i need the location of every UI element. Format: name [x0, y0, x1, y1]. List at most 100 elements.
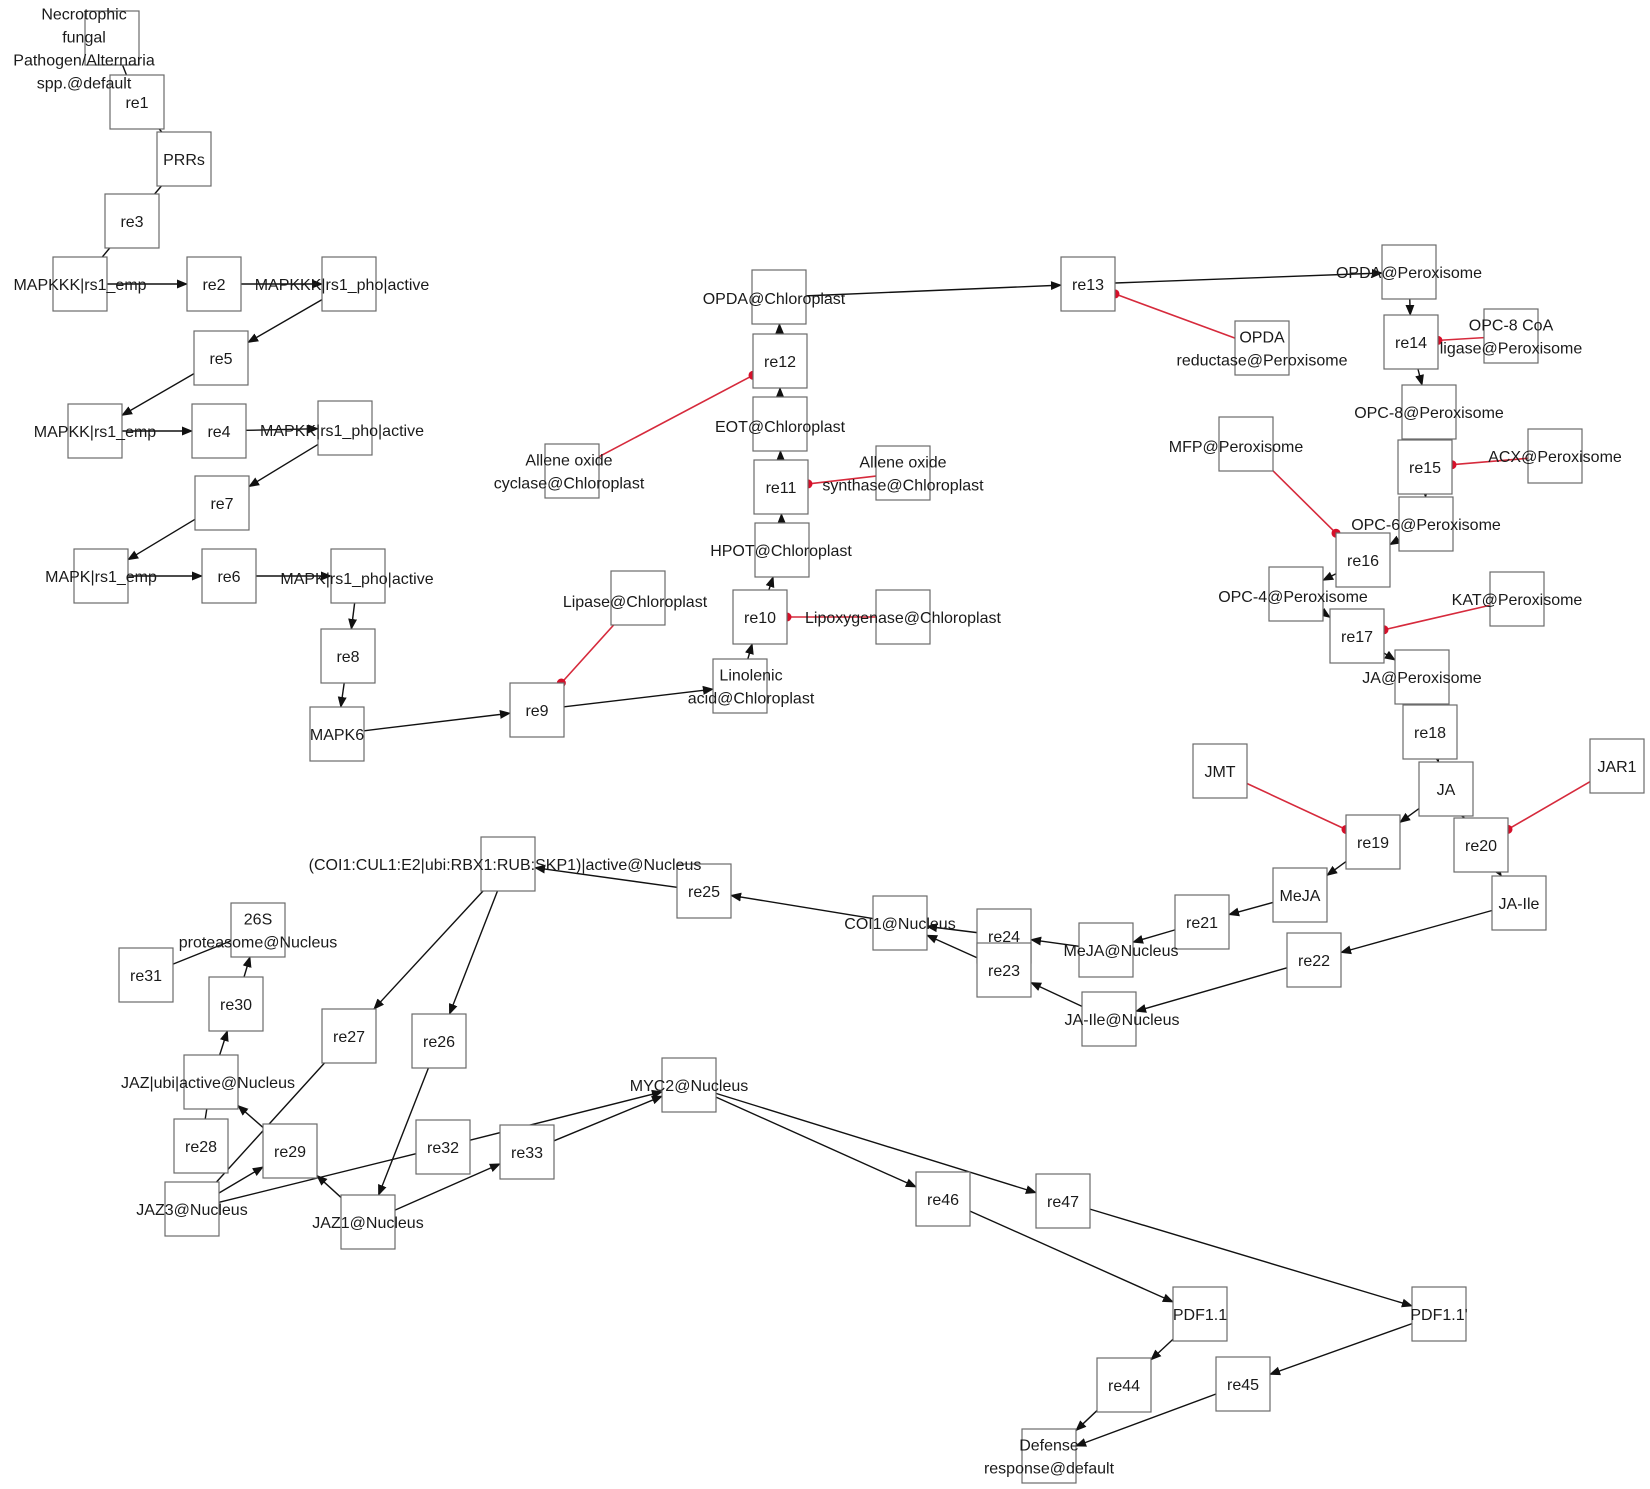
reaction-label-re45: re45 — [1227, 1377, 1259, 1394]
species-label-ja: JA — [1437, 782, 1456, 799]
species-label-jazubi: JAZ|ubi|active@Nucleus — [121, 1075, 295, 1092]
reaction-box-re14 — [1383, 314, 1439, 370]
reaction-label-re24: re24 — [988, 929, 1020, 946]
edge-ja-to-re19 — [1399, 808, 1420, 824]
edge-jaile_nuc-to-re23 — [1029, 981, 1083, 1008]
species-label-eot: EOT@Chloroplast — [715, 419, 846, 436]
reaction-label-re17: re17 — [1341, 629, 1373, 646]
edge-jaz1-to-re29 — [316, 1174, 342, 1198]
reaction-box-re26 — [411, 1013, 467, 1069]
reaction-label-re22: re22 — [1298, 953, 1330, 970]
species-box-acx — [1527, 428, 1583, 484]
species-label-hpot: HPOT@Chloroplast — [710, 543, 852, 560]
species-label-opc4: OPC-4@Peroxisome — [1218, 589, 1368, 606]
reaction-label-re46: re46 — [927, 1192, 959, 1209]
edge-scf-to-re26 — [448, 890, 499, 1016]
species-label-ja_per: JA@Peroxisome — [1362, 670, 1481, 687]
reaction-box-re21 — [1174, 894, 1230, 950]
reaction-label-re11: re11 — [766, 480, 797, 497]
species-label-mapkk_pho: MAPKK|rs1_pho|active — [260, 423, 424, 440]
edge-pdf11-to-re44 — [1150, 1338, 1174, 1361]
edge-re7-to-mapk_emp — [127, 518, 196, 561]
species-label-jaz1: JAZ1@Nucleus — [312, 1215, 423, 1232]
reaction-box-re15 — [1397, 439, 1453, 495]
species-box-mfp — [1218, 416, 1274, 472]
edge-opc8coa-to-re14 — [1437, 336, 1485, 342]
reaction-box-re33 — [499, 1124, 555, 1180]
reaction-label-re44: re44 — [1108, 1378, 1140, 1395]
species-box-mapk_emp — [73, 548, 129, 604]
edge-re21-to-meja_nuc — [1131, 929, 1176, 944]
reaction-label-re26: re26 — [423, 1034, 455, 1051]
reaction-label-re8: re8 — [336, 649, 359, 666]
reaction-label-re13: re13 — [1072, 277, 1104, 294]
species-label-opda_per: OPDA@Peroxisome — [1336, 265, 1482, 282]
edge-opda_chl-to-re13 — [805, 281, 1063, 297]
reaction-box-re2 — [186, 256, 242, 312]
species-box-meja_nuc — [1078, 922, 1134, 978]
reaction-box-re10 — [732, 589, 788, 645]
reaction-label-re29: re29 — [274, 1144, 306, 1161]
edge-re8-to-mapk6 — [337, 682, 347, 709]
species-label-mapk_pho: MAPK|rs1_pho|active — [280, 571, 433, 588]
reaction-box-re20 — [1453, 817, 1509, 873]
edge-mapk_pho-to-re8 — [348, 602, 358, 631]
reaction-box-re25 — [676, 863, 732, 919]
edge-re33-to-myc2 — [553, 1095, 664, 1142]
reaction-label-re12: re12 — [764, 354, 796, 371]
species-box-mapkk_emp — [67, 403, 123, 459]
species-label-pdf11: PDF1.1 — [1173, 1307, 1227, 1324]
reaction-label-re2: re2 — [202, 277, 225, 294]
edge-lipase-to-re9 — [560, 624, 615, 684]
edge-opda_red-to-re13 — [1114, 293, 1236, 339]
edge-meja-to-re21 — [1227, 901, 1274, 917]
edge-re5-to-mapkk_emp — [121, 373, 195, 416]
species-box-jaz1 — [340, 1194, 396, 1250]
species-label-jaz3: JAZ3@Nucleus — [136, 1202, 247, 1219]
edge-re29-to-jazubi — [237, 1104, 264, 1128]
reaction-label-re31: re31 — [130, 968, 162, 985]
species-label-scf: (COI1:CUL1:E2|ubi:RBX1:RUB:SKP1)|active@… — [309, 857, 702, 874]
edge-re4-to-mapkk_pho — [245, 424, 320, 434]
reaction-box-re17 — [1329, 608, 1385, 664]
reaction-box-re11 — [753, 459, 809, 515]
reaction-box-re6 — [201, 548, 257, 604]
edge-re19-to-meja — [1326, 861, 1347, 877]
edge-jaile-to-re22 — [1339, 909, 1493, 955]
reaction-label-re9: re9 — [525, 703, 548, 720]
species-box-opc8 — [1401, 384, 1457, 440]
species-box-mapkkk_pho — [321, 256, 377, 312]
species-box-jmt — [1192, 743, 1248, 799]
species-box-opda_red — [1234, 320, 1290, 376]
species-box-myc2 — [661, 1057, 717, 1113]
edge-re46-to-pdf11 — [969, 1210, 1175, 1303]
species-box-scf — [480, 836, 536, 892]
reaction-box-re18 — [1402, 704, 1458, 760]
species-box-p26s — [230, 902, 286, 958]
reaction-box-re32 — [415, 1119, 471, 1175]
edge-re27-to-jaz3 — [215, 1062, 326, 1183]
species-box-mapkkk_emp — [52, 256, 108, 312]
reaction-label-re47: re47 — [1047, 1194, 1079, 1211]
edge-re3-to-mapkkk_emp — [101, 247, 111, 258]
reaction-box-re29 — [262, 1123, 318, 1179]
species-label-jaile: JA-Ile — [1499, 896, 1540, 913]
reaction-box-re47 — [1035, 1173, 1091, 1229]
edge-scf-to-re27 — [373, 890, 484, 1010]
species-box-opc8coa — [1483, 308, 1539, 364]
reaction-box-re28 — [173, 1118, 229, 1174]
edge-aos-to-re11 — [807, 475, 877, 485]
boxes-layer — [52, 10, 1645, 1484]
species-label-jar1: JAR1 — [1597, 759, 1636, 776]
species-box-ja — [1418, 761, 1474, 817]
edge-re47-to-pdf11b — [1089, 1208, 1414, 1308]
species-box-meja — [1272, 867, 1328, 923]
